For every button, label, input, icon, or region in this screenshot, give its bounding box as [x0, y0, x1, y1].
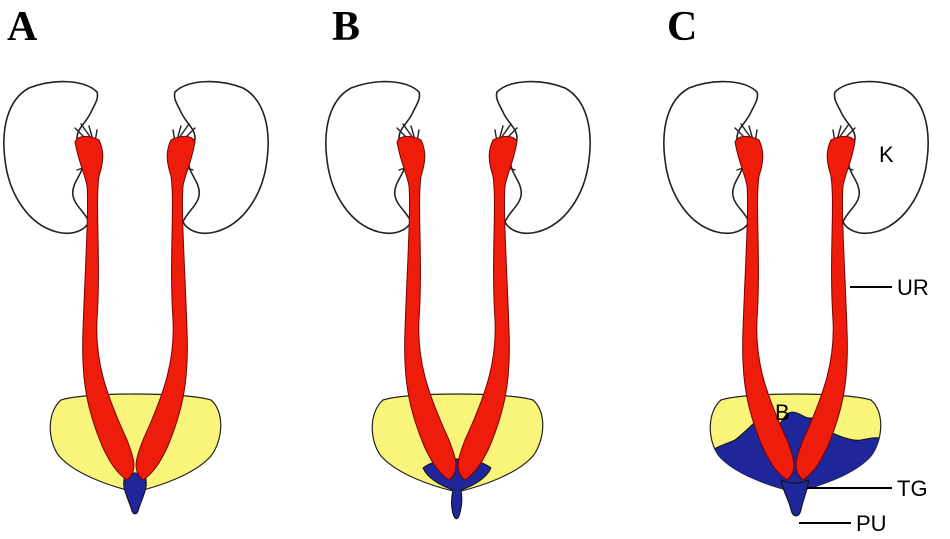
ureter-shape: [74, 135, 135, 481]
renal-hilum-line: [178, 123, 190, 139]
right-ureter: [135, 135, 196, 481]
panel-a: A: [3, 4, 269, 515]
renal-hilum-line: [838, 123, 850, 139]
renal-hilum-line: [80, 123, 92, 139]
panel-letter-c: C: [667, 4, 697, 50]
urethra-label: PU: [856, 511, 887, 536]
trigone-region: [422, 458, 492, 520]
left-ureter: [74, 135, 135, 481]
renal-hilum-line: [402, 123, 414, 139]
left-ureter: [396, 135, 457, 481]
renal-hilum-line: [740, 123, 752, 139]
right-ureter: [457, 135, 518, 481]
panel-letter-b: B: [332, 4, 360, 50]
right-kidney: [832, 80, 929, 235]
ureter-shape: [734, 135, 795, 481]
panel-letter-a: A: [7, 4, 38, 50]
kidney-outline: [495, 80, 591, 235]
right-ureter: [795, 135, 856, 481]
kidney-outline: [833, 80, 929, 235]
renal-hilum-line: [500, 123, 512, 139]
trigone-label: TG: [897, 476, 928, 501]
ureter-shape: [396, 135, 457, 481]
ureter-shape: [457, 135, 518, 481]
right-kidney: [172, 80, 269, 235]
ureter-shape: [795, 135, 856, 481]
kidney-outline: [173, 80, 269, 235]
bladder-label: B: [775, 400, 790, 425]
ureter-shape: [135, 135, 196, 481]
kidney-label: K: [879, 142, 894, 167]
trigone: [422, 458, 492, 520]
panel-c: C K B UR TG PU: [663, 4, 929, 536]
urethra-neck: [780, 479, 810, 517]
panel-b: B: [325, 4, 591, 520]
left-ureter: [734, 135, 795, 481]
ureter-label: UR: [897, 275, 929, 300]
